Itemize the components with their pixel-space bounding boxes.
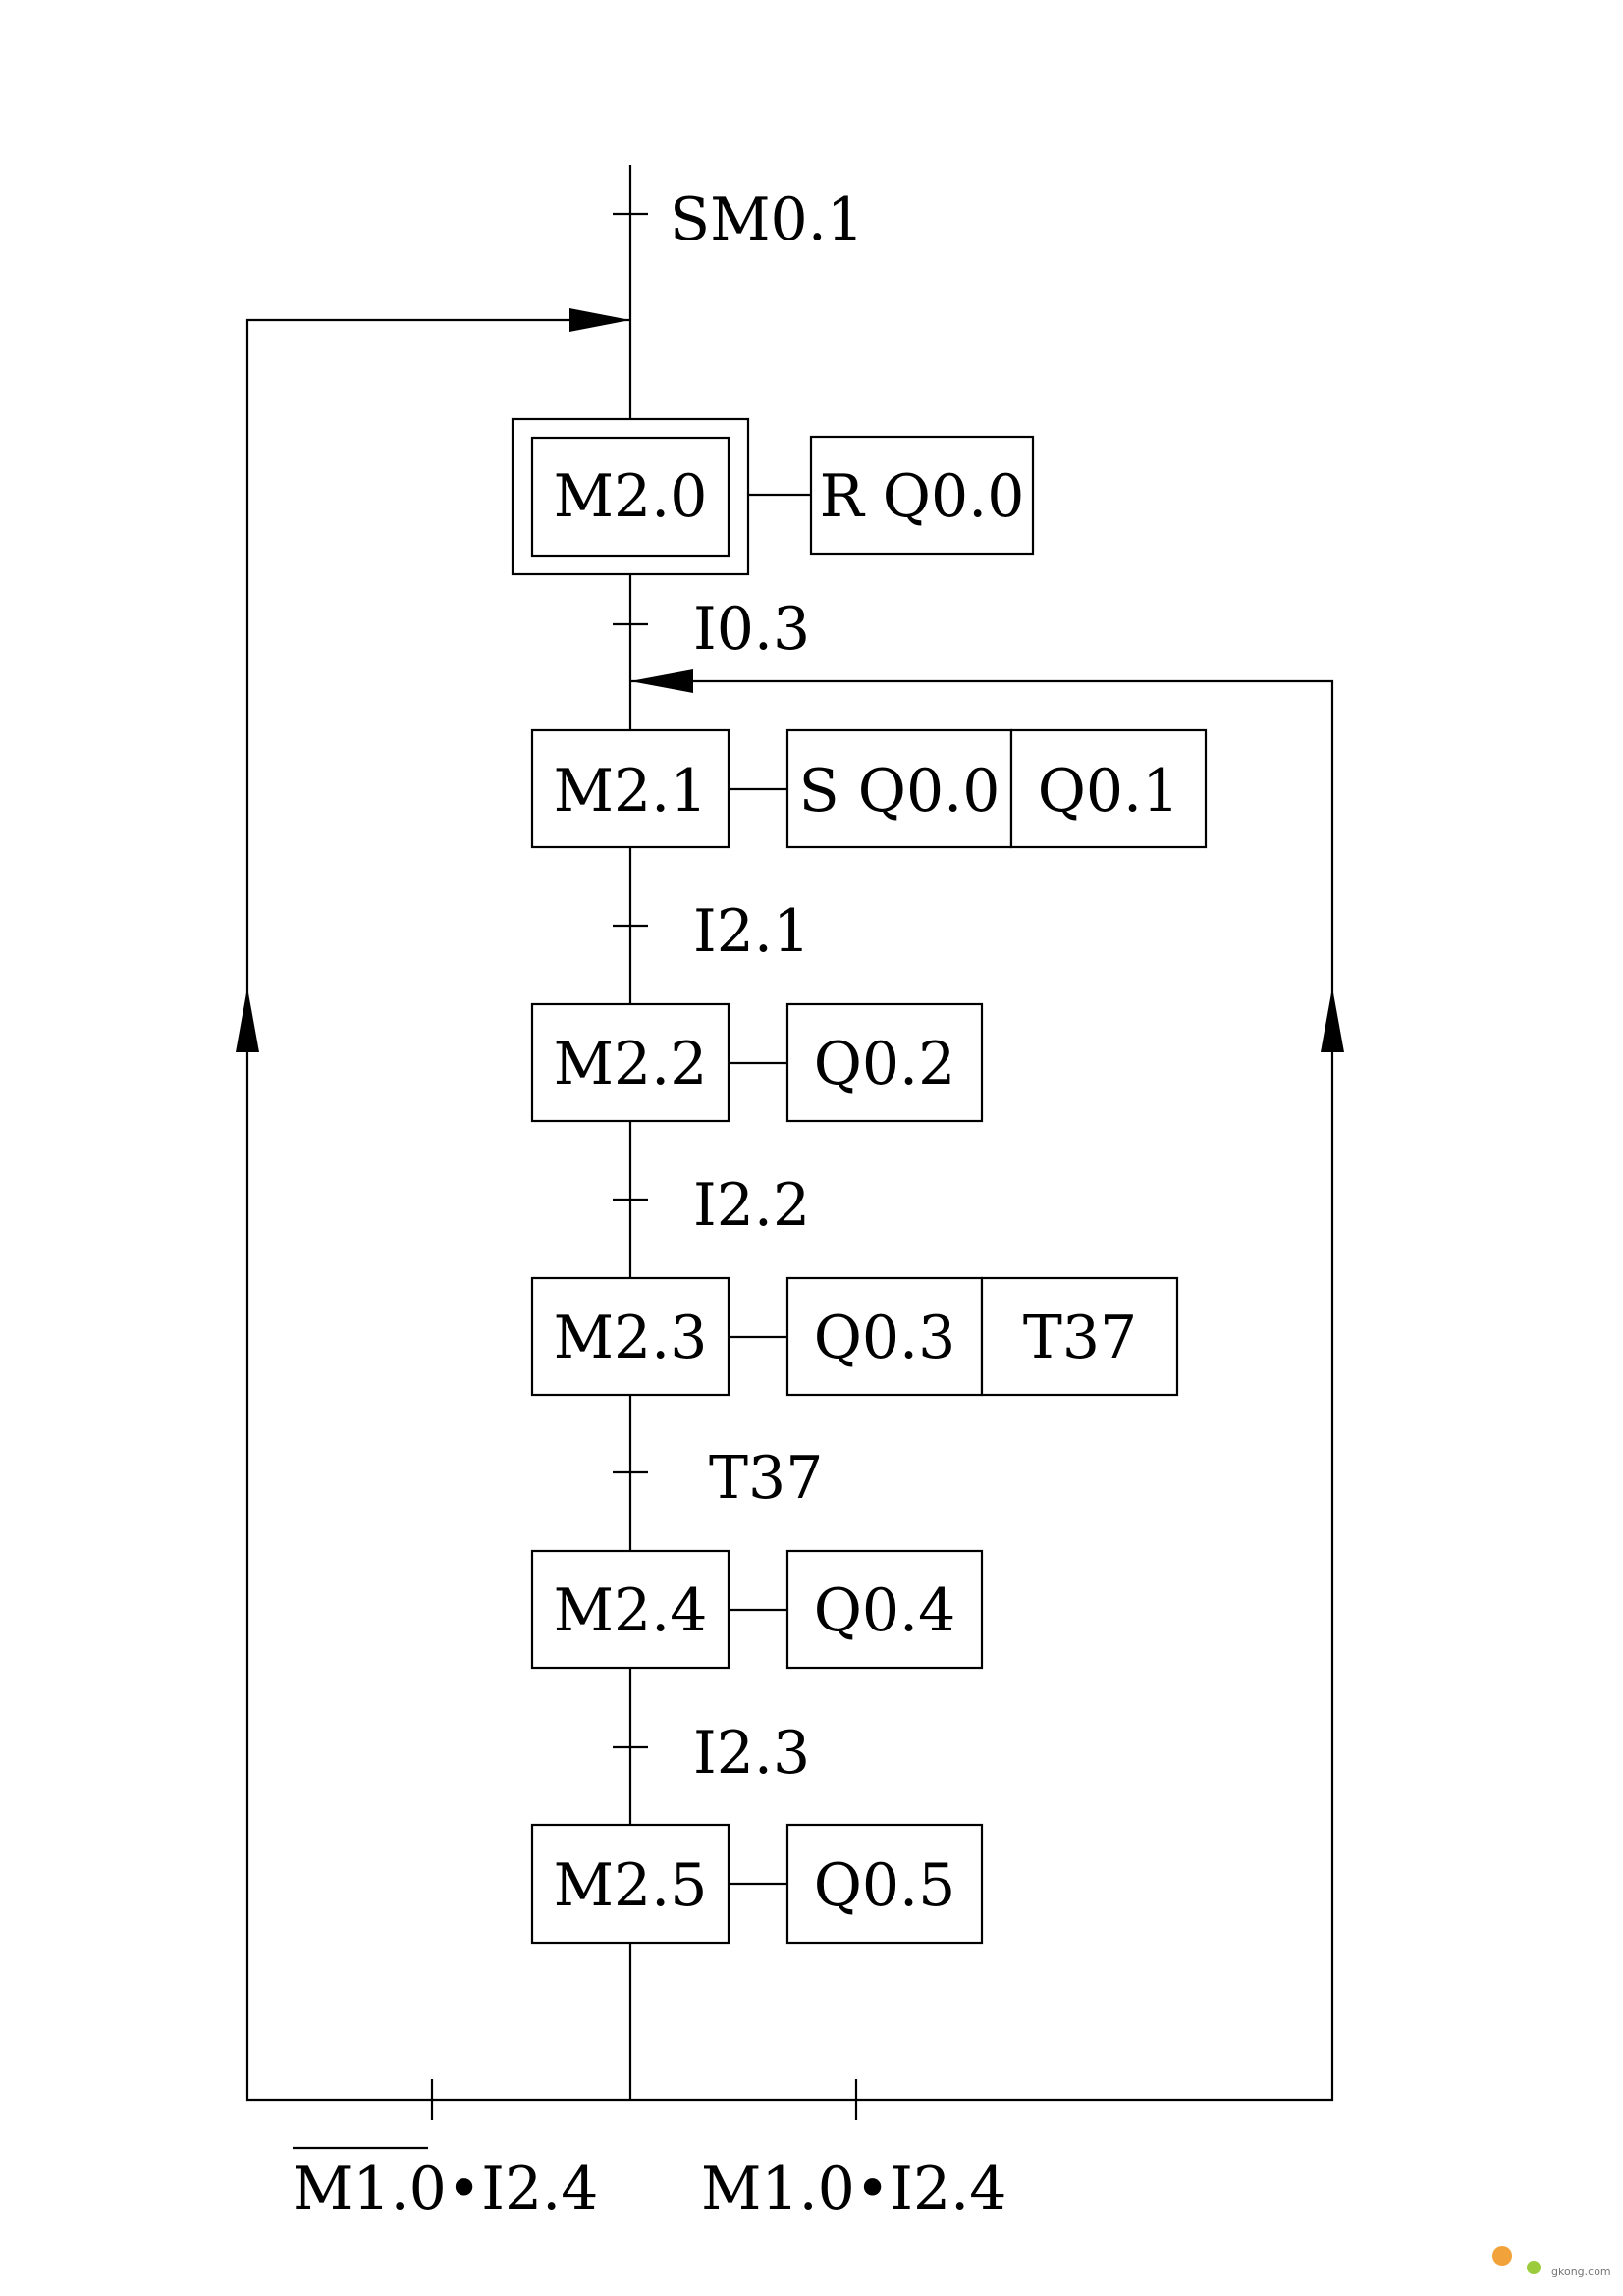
action-q03-box [785,1276,984,1397]
gear-icon [1492,2246,1512,2266]
transition-label-1: I0.3 [693,595,810,664]
branch-condition-left: M1.0•I2.4 [293,2155,598,2223]
watermark-text: gkong.com [1551,2266,1611,2278]
action-q02-label: Q0.2 [814,1030,956,1098]
action-t37-box [980,1276,1179,1397]
action-q03-label: Q0.3 [814,1304,956,1372]
action-s-q00-label: S Q0.0 [799,757,1001,826]
watermark-logo: gkong.com [1492,2246,1611,2278]
left-loop-arrow-up [236,988,259,1052]
action-r-q00-label: R Q0.0 [820,462,1025,531]
right-loop-arrow-left [630,669,693,693]
transition-label-3: I2.2 [693,1171,810,1240]
right-loop-arrow-up [1321,988,1344,1052]
step-m24-box [530,1549,730,1670]
action-q01-box [1009,728,1208,849]
left-loop-arrow-right [569,308,630,332]
step-m22-box [530,1002,730,1123]
left-loop-line [245,318,630,2102]
action-q04-label: Q0.4 [814,1576,956,1645]
action-q02-box [785,1002,984,1123]
action-r-q00-box [809,435,1035,556]
step-m21-box [530,728,730,849]
step-m22-label: M2.2 [554,1030,708,1098]
step-m25-box [530,1823,730,1945]
action-q04-box [785,1549,984,1670]
step-m25-label: M2.5 [554,1851,708,1920]
transition-label-5: I2.3 [693,1719,810,1788]
transition-label-4: T37 [709,1444,823,1513]
action-q01-label: Q0.1 [1038,757,1180,826]
action-q05-box [785,1823,984,1945]
step-m20-label: M2.0 [554,462,708,531]
action-t37-label: T37 [1023,1304,1137,1372]
right-loop-line [630,679,1334,2102]
step-m23-box [530,1276,730,1397]
action-q05-label: Q0.5 [814,1851,956,1920]
step-m23-label: M2.3 [554,1304,708,1372]
step-m24-label: M2.4 [554,1576,708,1645]
transition-label-2: I2.1 [693,897,810,966]
gear-icon-small [1527,2261,1541,2274]
step-m20-inner [530,436,730,558]
step-m21-label: M2.1 [554,757,708,826]
init-condition-label: SM0.1 [670,186,864,254]
action-s-q00-box [785,728,1013,849]
branch-condition-right: M1.0•I2.4 [701,2155,1006,2223]
